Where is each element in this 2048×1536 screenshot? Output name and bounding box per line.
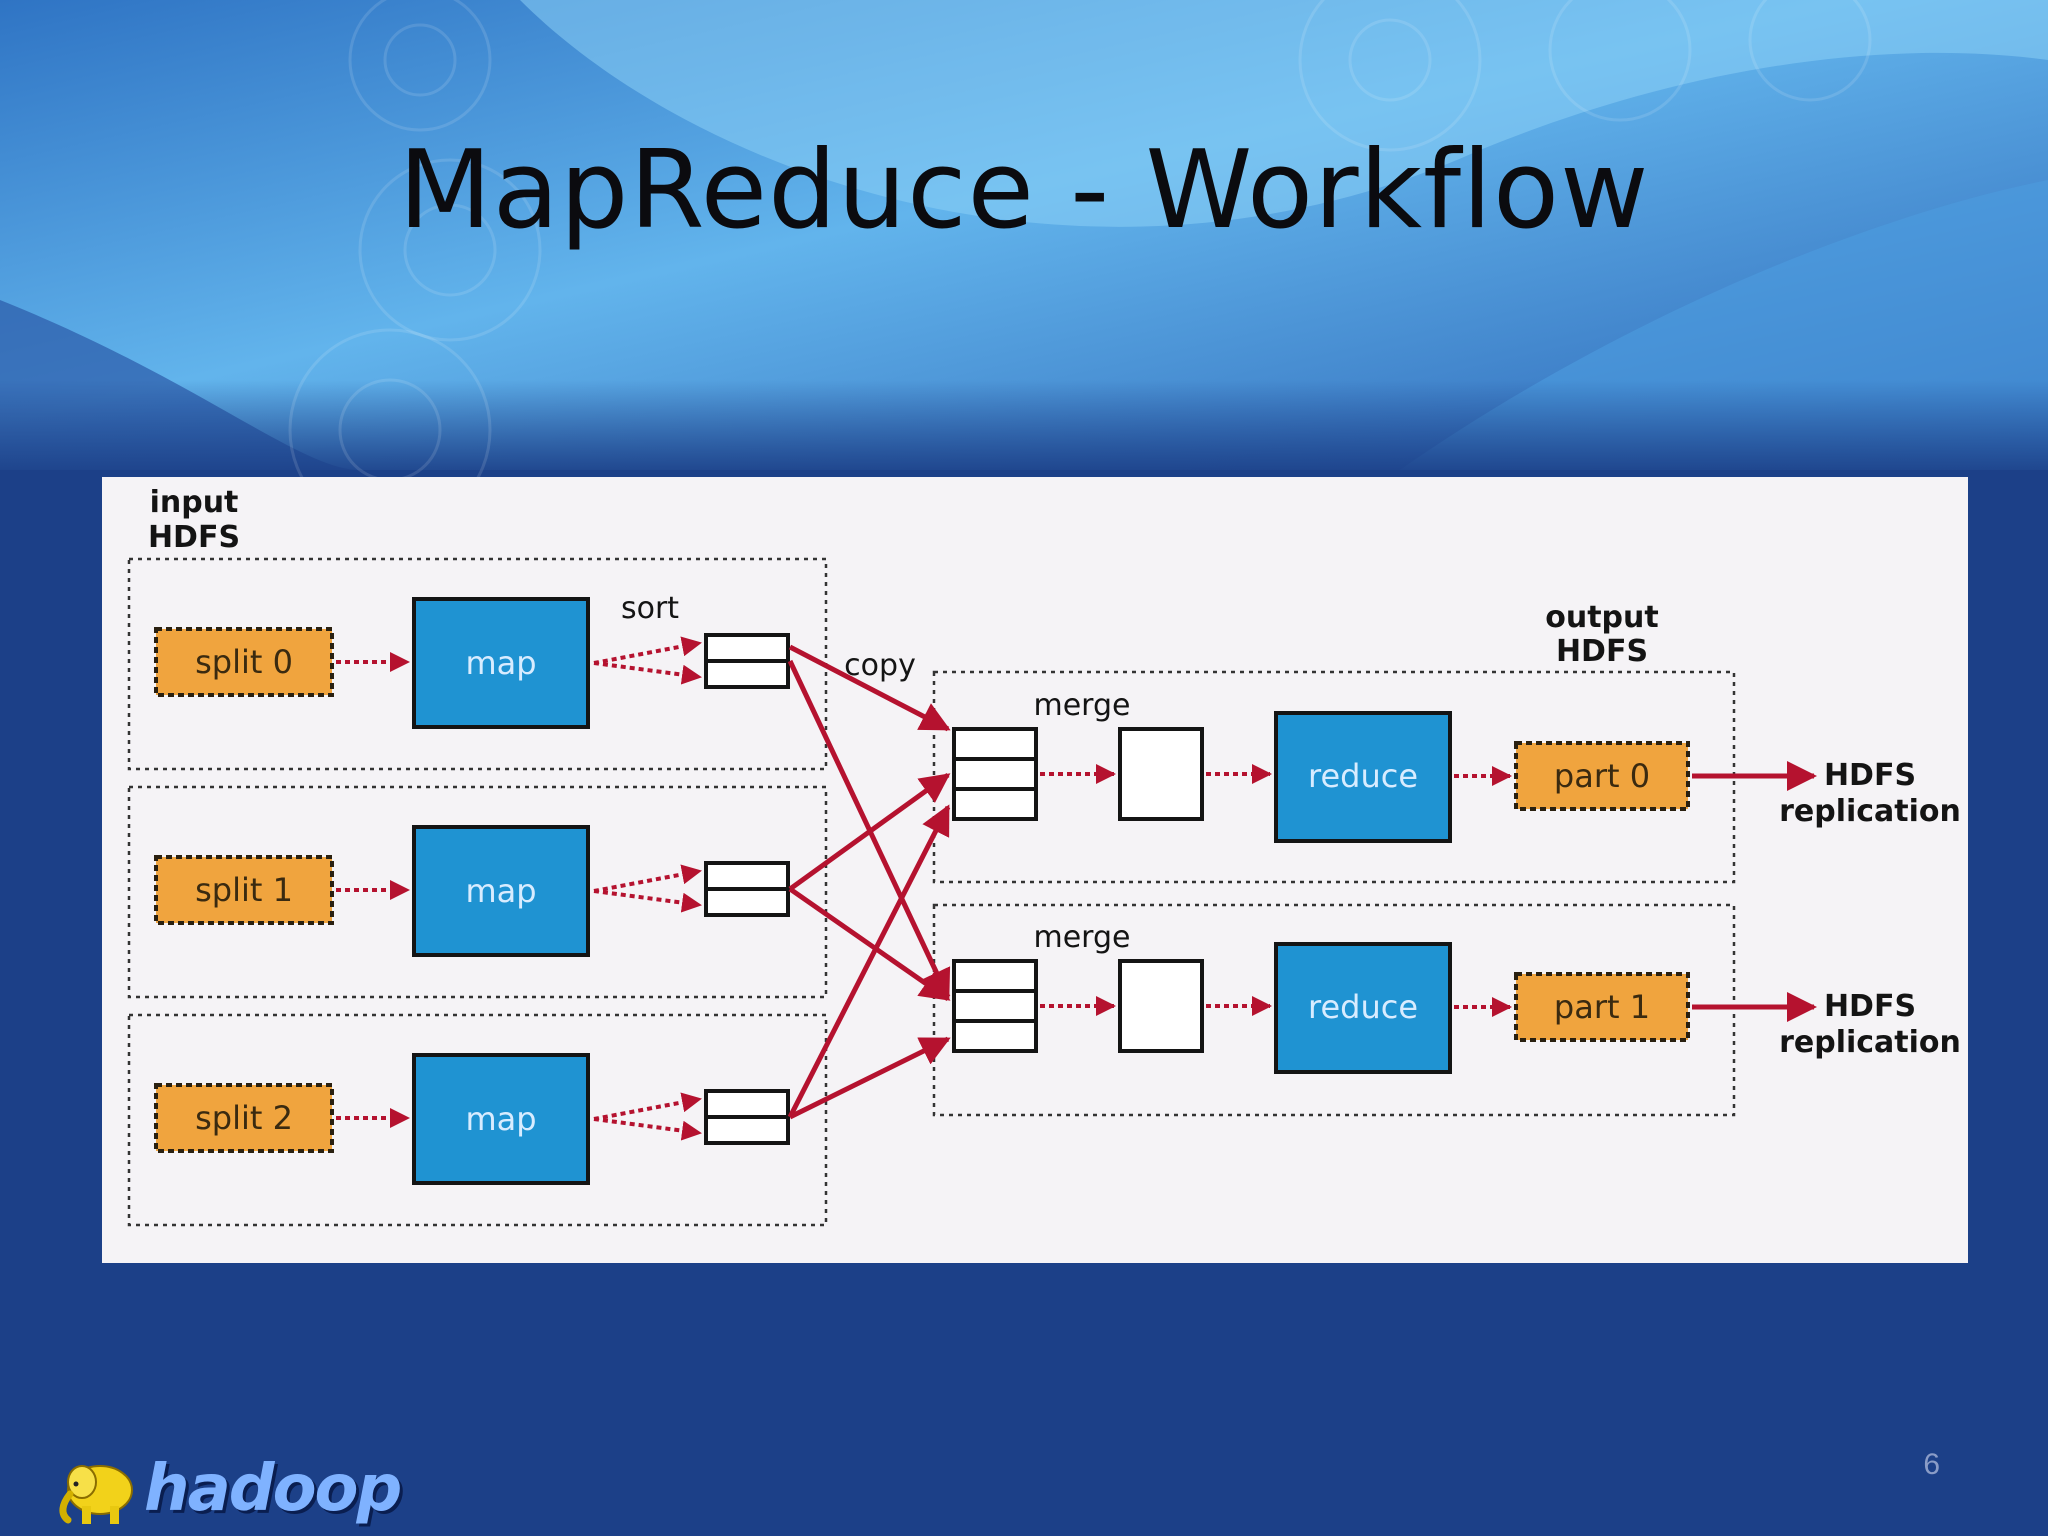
arrow-map0-sort0-a bbox=[593, 636, 702, 665]
map-task-group-2 bbox=[127, 1013, 828, 1227]
reduce-label-0: reduce bbox=[1308, 757, 1418, 795]
copy-label: copy bbox=[844, 648, 916, 683]
reduce-task-group-0 bbox=[932, 670, 1736, 884]
map-label-2: map bbox=[465, 1100, 536, 1138]
hdfs-replication-label-1-line2: replication bbox=[1779, 1025, 1961, 1060]
reduce-box-0: reduce bbox=[1274, 711, 1452, 843]
map-label-0: map bbox=[465, 644, 536, 682]
reduce-box-1: reduce bbox=[1274, 942, 1452, 1074]
sort-buffer-2 bbox=[704, 1089, 790, 1145]
part-box-0: part 0 bbox=[1514, 741, 1690, 811]
map-label-1: map bbox=[465, 872, 536, 910]
map-box-2: map bbox=[412, 1053, 590, 1185]
page-number: 6 bbox=[1923, 1448, 1940, 1481]
input-hdfs-label: input bbox=[150, 485, 239, 520]
output-hdfs-label: output bbox=[1545, 600, 1658, 635]
split-label-0: split 0 bbox=[195, 643, 293, 681]
sort-buffer-0 bbox=[704, 633, 790, 689]
output-hdfs-label-line2: HDFS bbox=[1556, 634, 1648, 669]
part-box-1: part 1 bbox=[1514, 972, 1690, 1042]
copy-arrow-sort2-merge0 bbox=[787, 804, 951, 1119]
split-box-2: split 2 bbox=[154, 1083, 334, 1153]
arrow-map0-sort0-b bbox=[593, 661, 702, 685]
reduce-task-group-1 bbox=[932, 903, 1736, 1117]
part-label-0: part 0 bbox=[1554, 757, 1650, 795]
slide-title: MapReduce - Workflow bbox=[398, 128, 1650, 253]
arrow-map2-sort2-a bbox=[593, 1092, 702, 1121]
merged-output-1 bbox=[1118, 959, 1204, 1053]
arrow-map2-sort2-b bbox=[593, 1117, 702, 1141]
input-hdfs-label-line2: HDFS bbox=[148, 520, 240, 555]
hadoop-wordmark: hadoop bbox=[144, 1452, 402, 1526]
hdfs-replication-label-0: HDFS bbox=[1824, 758, 1916, 793]
elephant-icon bbox=[59, 1465, 133, 1524]
arrow-map1-sort1-b bbox=[593, 889, 702, 913]
split-box-1: split 1 bbox=[154, 855, 334, 925]
merge-buffer-1 bbox=[952, 959, 1038, 1053]
split-label-2: split 2 bbox=[195, 1099, 293, 1137]
copy-arrow-sort0-merge0 bbox=[788, 644, 951, 732]
split-box-0: split 0 bbox=[154, 627, 334, 697]
split-label-1: split 1 bbox=[195, 871, 293, 909]
map-task-group-1 bbox=[127, 785, 828, 999]
sort-buffer-1 bbox=[704, 861, 790, 917]
reduce-label-1: reduce bbox=[1308, 988, 1418, 1026]
merged-output-0 bbox=[1118, 727, 1204, 821]
part-label-1: part 1 bbox=[1554, 988, 1650, 1026]
map-box-0: map bbox=[412, 597, 590, 729]
copy-arrow-sort1-merge1 bbox=[788, 886, 951, 1002]
merge-buffer-0 bbox=[952, 727, 1038, 821]
arrow-map1-sort1-a bbox=[593, 864, 702, 893]
hdfs-replication-label-1: HDFS bbox=[1824, 989, 1916, 1024]
copy-arrow-sort1-merge0 bbox=[788, 772, 951, 892]
map-box-1: map bbox=[412, 825, 590, 957]
merge-label-1: merge bbox=[1034, 920, 1131, 955]
mapreduce-diagram: input HDFS output HDFS split 0 split 1 s… bbox=[102, 477, 1968, 1263]
hdfs-replication-label-0-line2: replication bbox=[1779, 794, 1961, 829]
diagram-canvas: input HDFS output HDFS split 0 split 1 s… bbox=[127, 485, 1961, 1227]
hadoop-logo: hadoop bbox=[52, 1450, 412, 1530]
merge-label-0: merge bbox=[1034, 688, 1131, 723]
sort-label: sort bbox=[621, 591, 679, 626]
copy-arrow-sort2-merge1 bbox=[788, 1036, 951, 1120]
